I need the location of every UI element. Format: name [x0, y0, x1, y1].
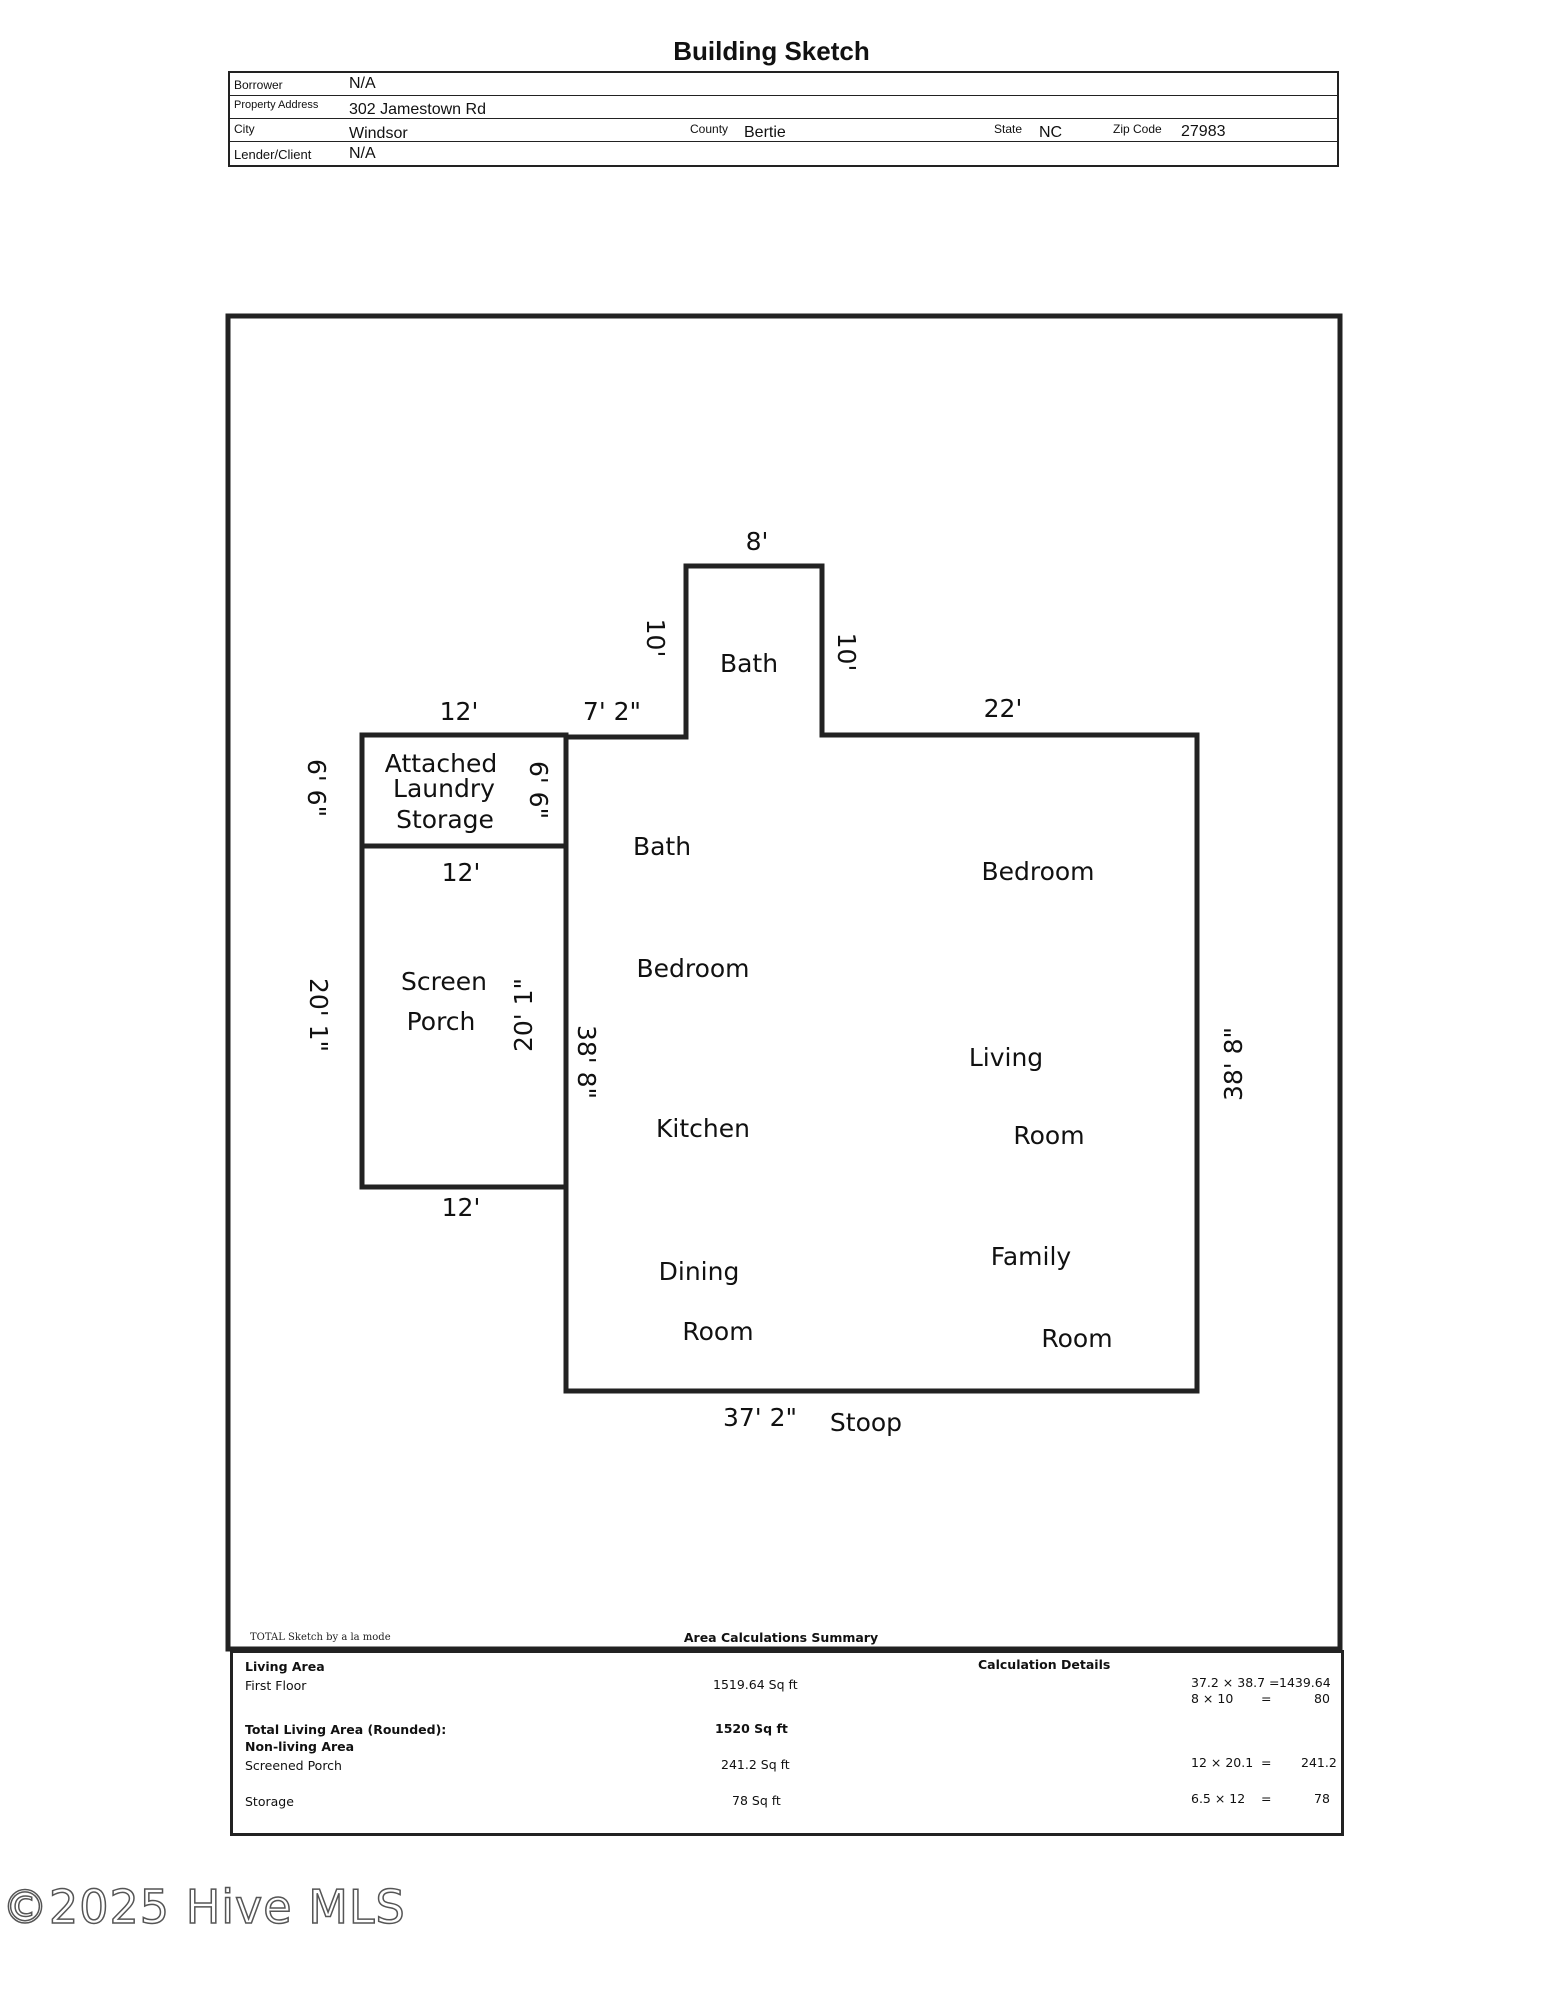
room-bedroom-left: Bedroom	[636, 954, 749, 983]
borrower-value: N/A	[349, 75, 376, 92]
city-row: City Windsor County Bertie State NC Zip …	[230, 119, 1337, 142]
total-living-label: Total Living Area (Rounded):	[245, 1722, 447, 1737]
dim-top-right-main: 22'	[984, 694, 1023, 723]
room-screen: Screen	[401, 967, 487, 996]
dim-laundry-top: 12'	[440, 697, 479, 726]
storage-label: Storage	[245, 1794, 294, 1809]
room-family-room: Room	[1041, 1324, 1112, 1353]
calc3-value: 241.2	[1301, 1755, 1337, 1770]
lender-label: Lender/Client	[234, 147, 312, 162]
lender-row: Lender/Client N/A	[230, 142, 1337, 167]
calc-details-heading: Calculation Details	[978, 1657, 1111, 1672]
sketch-frame	[225, 313, 1343, 1652]
non-living-heading: Non-living Area	[245, 1739, 355, 1754]
county-value: Bertie	[744, 124, 786, 141]
room-bedroom-right: Bedroom	[981, 857, 1094, 886]
living-area-heading: Living Area	[245, 1659, 325, 1674]
sketch-credit: TOTAL Sketch by a la mode	[250, 1632, 391, 1643]
room-bath: Bath	[633, 832, 691, 861]
lender-value: N/A	[349, 145, 376, 162]
dim-top-left-main: 7' 2"	[583, 697, 641, 726]
dim-main-right: 38' 8"	[1219, 1027, 1248, 1101]
room-laundry-line3: Storage	[396, 805, 494, 834]
county-label: County	[690, 122, 729, 136]
address-label: Property Address	[234, 99, 319, 111]
total-living-value: 1520 Sq ft	[715, 1721, 788, 1736]
first-floor-value: 1519.64 Sq ft	[713, 1677, 798, 1692]
page-title: Building Sketch	[673, 36, 870, 66]
state-label: State	[994, 122, 1023, 136]
borrower-row: Borrower N/A	[230, 73, 1337, 96]
zip-label: Zip Code	[1113, 122, 1162, 136]
room-living: Living	[969, 1043, 1043, 1072]
first-floor-label: First Floor	[245, 1678, 307, 1693]
room-laundry-line2: Laundry	[393, 774, 495, 803]
watermark: ©2025 Hive MLS	[1, 1879, 406, 1935]
calc3-expr: 12 × 20.1	[1191, 1755, 1254, 1770]
dim-porch-right: 20' 1"	[509, 978, 538, 1052]
dim-bath-right: 10'	[832, 633, 861, 672]
room-dining: Dining	[659, 1257, 740, 1286]
header-table: Borrower N/A Property Address 302 Jamest…	[228, 71, 1339, 167]
dim-porch-left: 20' 1"	[304, 978, 333, 1052]
city-label: City	[234, 122, 255, 136]
calc4-expr: 6.5 × 12	[1191, 1791, 1246, 1806]
dim-porch-top: 12'	[442, 858, 481, 887]
room-kitchen: Kitchen	[656, 1114, 750, 1143]
address-value: 302 Jamestown Rd	[349, 101, 486, 118]
zip-value: 27983	[1181, 123, 1226, 140]
room-stoop: Stoop	[830, 1408, 902, 1437]
screened-porch-value: 241.2 Sq ft	[721, 1757, 790, 1772]
calc1-value: 1439.64	[1279, 1675, 1331, 1690]
dim-porch-bottom: 12'	[442, 1193, 481, 1222]
state-value: NC	[1039, 124, 1063, 141]
calc2-value: 80	[1314, 1691, 1330, 1706]
calc2-expr: 8 × 10	[1191, 1691, 1234, 1706]
dim-main-bottom: 37' 2"	[723, 1403, 797, 1432]
dim-laundry-right: 6' 6"	[524, 761, 553, 819]
dim-laundry-left: 6' 6"	[302, 759, 331, 817]
dim-main-left: 38' 8"	[572, 1025, 601, 1099]
room-porch: Porch	[407, 1007, 476, 1036]
calc2-eq: =	[1261, 1691, 1272, 1706]
screened-porch-label: Screened Porch	[245, 1758, 342, 1773]
porch-outline	[359, 843, 569, 1190]
area-summary: Living Area First Floor 1519.64 Sq ft Ca…	[230, 1650, 1344, 1836]
calc1-expr: 37.2 × 38.7 =	[1191, 1675, 1280, 1690]
room-living-room: Room	[1013, 1121, 1084, 1150]
room-family: Family	[991, 1242, 1072, 1271]
room-bath-upper: Bath	[720, 649, 778, 678]
borrower-label: Borrower	[234, 78, 283, 92]
calc3-eq: =	[1261, 1755, 1272, 1770]
address-row: Property Address 302 Jamestown Rd	[230, 96, 1337, 119]
storage-value: 78 Sq ft	[732, 1793, 781, 1808]
calc4-value: 78	[1314, 1791, 1330, 1806]
room-dining-room: Room	[682, 1317, 753, 1346]
city-value: Windsor	[349, 125, 408, 142]
room-laundry-line1: Attached	[385, 749, 497, 778]
dim-bath-left: 10'	[641, 619, 670, 658]
main-house-outline	[563, 563, 1200, 1394]
dim-bath-top: 8'	[746, 527, 769, 556]
summary-title: Area Calculations Summary	[684, 1630, 878, 1645]
calc4-eq: =	[1261, 1791, 1272, 1806]
